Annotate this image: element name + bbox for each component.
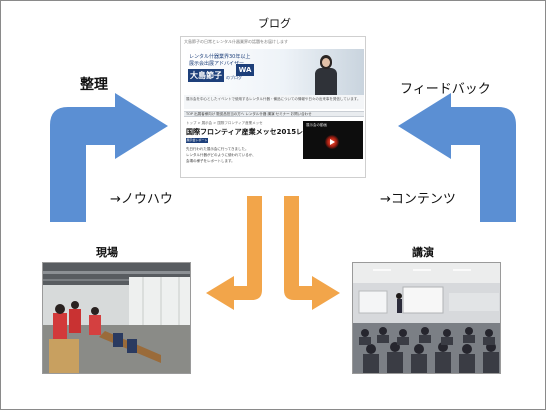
blog-nav-bar: TOP 出展者様向け 販促品担当の方へ レンタル什器 講演 セミナー お問い合わ…	[184, 111, 364, 117]
orange-arrow-right	[284, 196, 340, 310]
blog-header-line-2: 展示会出展アドバイザー	[189, 61, 245, 67]
blog-body-line: 会場の様子をレポートします。	[186, 159, 235, 163]
play-icon	[330, 139, 335, 145]
blog-post-title: 国際フロンティア産業メッセ2015レポ	[186, 128, 311, 136]
field-photo	[42, 262, 191, 374]
blog-body-line: 先日行われた展示会に行ってきました。	[186, 147, 249, 151]
lecture-label: 講演	[412, 246, 434, 259]
blog-breadcrumb: トップ > 展示会 > 国際フロンティア産業メッセ	[186, 121, 263, 125]
lecture-photo-illustration	[353, 263, 500, 373]
contents-label: →コンテンツ	[380, 192, 456, 207]
blue-arrow-left	[50, 93, 168, 222]
blog-video-thumbnail: 展示会の動画	[303, 121, 363, 159]
blog-post-tag: 展示会レポート	[186, 138, 208, 143]
field-photo-illustration	[43, 263, 190, 373]
blog-description: 展示会を中心としたイベントで使用するレンタル什器・備品についての情報や日々の出来…	[184, 95, 364, 109]
blog-screenshot: 大島節子の日常とレンタル什器業界の話題をお届けします レンタル什器業界30年以上…	[180, 36, 366, 178]
author-portrait	[312, 53, 340, 95]
field-label: 現場	[96, 246, 118, 259]
orange-arrow-left	[206, 196, 262, 310]
organize-label: 整理	[80, 77, 108, 93]
blog-video-title: 展示会の動画	[306, 123, 327, 127]
feedback-label: フィードバック	[400, 82, 491, 97]
blog-author-name: 大島節子	[188, 69, 224, 82]
blog-header-line-1: レンタル什器業界30年以上	[189, 54, 251, 60]
blog-logo: WA	[236, 64, 254, 76]
blog-name-suffix: のブログ	[226, 75, 242, 80]
blog-body-line: レンタル什器がどのように使われているか、	[186, 153, 256, 157]
blog-top-text: 大島節子の日常とレンタル什器業界の話題をお届けします	[184, 39, 288, 44]
blog-header-banner: レンタル什器業界30年以上 展示会出展アドバイザー WA 大島節子 のブログ	[184, 49, 364, 95]
blue-arrow-right	[398, 93, 516, 222]
knowhow-label: →ノウハウ	[110, 192, 173, 207]
lecture-photo	[352, 262, 501, 374]
blog-label: ブログ	[258, 17, 291, 30]
